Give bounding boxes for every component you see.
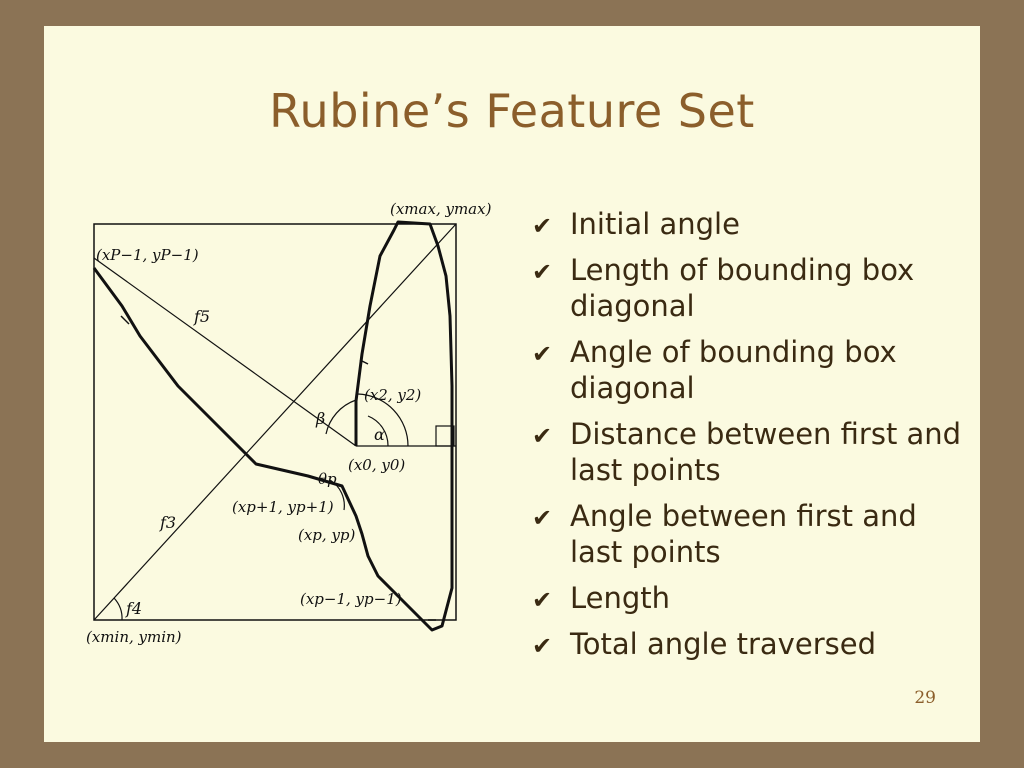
label-f4: f4 — [125, 599, 142, 618]
bullet-text: Distance between first and last points — [570, 417, 962, 487]
bounding-box — [93, 223, 457, 621]
list-item: ✔ Length — [530, 580, 970, 616]
bullet-text: Length of bounding box diagonal — [570, 253, 915, 323]
alpha-arc — [357, 393, 409, 447]
check-mark-icon: ✔ — [532, 258, 553, 286]
label-alpha: α — [374, 425, 385, 444]
label-xpm1-ypm1: (xp−1, yp−1) — [300, 590, 402, 608]
slide-title: Rubine’s Feature Set — [269, 84, 755, 138]
label-beta: β — [315, 409, 325, 428]
list-item: ✔ Length of bounding box diagonal — [530, 252, 970, 324]
label-x2-y2: (x2, y2) — [364, 386, 421, 404]
label-theta-p: θp — [318, 470, 337, 488]
label-f5: f5 — [193, 307, 210, 326]
page-number: 29 — [914, 688, 936, 708]
list-item: ✔ Initial angle — [530, 206, 970, 242]
list-item: ✔ Angle between first and last points — [530, 498, 970, 570]
bounding-box-diagonal — [93, 223, 457, 621]
label-xmin-ymin: (xmin, ymin) — [86, 628, 182, 646]
list-item: ✔ Total angle traversed — [530, 626, 970, 662]
check-mark-icon: ✔ — [532, 212, 553, 240]
bullet-text: Length — [570, 581, 671, 615]
check-mark-icon: ✔ — [532, 632, 553, 660]
label-xp-yp: (xp, yp) — [298, 526, 356, 544]
label-f3: f3 — [159, 513, 176, 532]
bullet-text: Initial angle — [570, 207, 740, 241]
slide: Rubine’s Feature Set (xmax, ymax) (xP−1 — [44, 26, 980, 742]
rubine-feature-diagram: (xmax, ymax) (xP−1, yP−1) f5 (x2, y2) β … — [86, 200, 492, 646]
list-item: ✔ Distance between first and last points — [530, 416, 970, 488]
first-last-line — [93, 257, 357, 447]
check-mark-icon: ✔ — [532, 504, 553, 532]
bullet-text: Angle between first and last points — [570, 499, 917, 569]
f4-angle-arc — [113, 597, 123, 621]
label-xp1-yp1: (xp+1, yp+1) — [232, 498, 334, 516]
label-x0-y0: (x0, y0) — [348, 456, 405, 474]
check-mark-icon: ✔ — [532, 340, 553, 368]
bullet-text: Angle of bounding box diagonal — [570, 335, 897, 405]
beta-arc — [325, 399, 357, 435]
alpha-arc-inner — [367, 415, 389, 447]
check-mark-icon: ✔ — [532, 422, 553, 450]
list-item: ✔ Angle of bounding box diagonal — [530, 334, 970, 406]
bullet-text: Total angle traversed — [570, 627, 876, 661]
gesture-stroke — [92, 220, 454, 632]
right-angle-marker — [435, 425, 455, 447]
feature-list: ✔ Initial angle ✔ Length of bounding box d… — [530, 206, 970, 672]
check-mark-icon: ✔ — [532, 586, 553, 614]
label-xmax-ymax: (xmax, ymax) — [390, 200, 492, 218]
label-xP1-yP1: (xP−1, yP−1) — [96, 246, 199, 264]
stroke-sample-points — [120, 315, 436, 621]
